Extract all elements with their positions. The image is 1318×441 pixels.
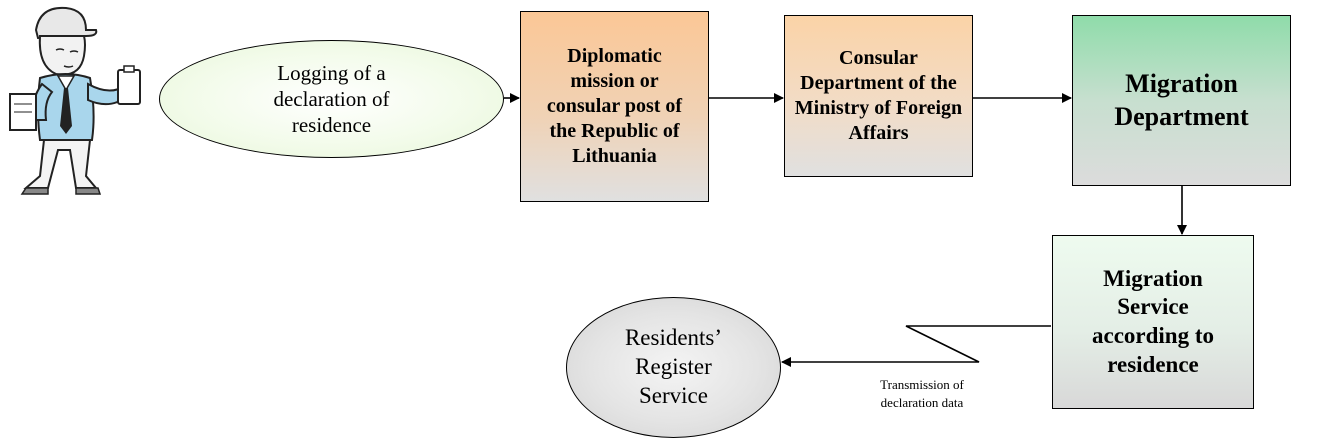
node-residents-register: Residents’ Register Service xyxy=(566,297,781,438)
node-label: Logging of a declaration of residence xyxy=(273,60,390,138)
node-label: Residents’ Register Service xyxy=(624,325,723,408)
edge-migration-service-to-residents-register xyxy=(781,325,1051,367)
node-label: Consular Department of the Ministry of F… xyxy=(794,47,963,144)
node-label: Migration Department xyxy=(1114,69,1249,131)
node-consular-department: Consular Department of the Ministry of F… xyxy=(784,15,973,177)
node-diplomatic-mission: Diplomatic mission or consular post of t… xyxy=(520,11,709,202)
node-label: Diplomatic mission or consular post of t… xyxy=(546,45,683,167)
edge-label-transmission: Transmission of declaration data xyxy=(880,377,964,410)
node-migration-service: Migration Service according to residence xyxy=(1052,235,1254,409)
person-with-clipboard-icon xyxy=(9,6,141,195)
node-migration-department: Migration Department xyxy=(1072,15,1291,186)
node-logging-declaration: Logging of a declaration of residence xyxy=(159,40,504,158)
node-label: Migration Service according to residence xyxy=(1091,265,1214,377)
